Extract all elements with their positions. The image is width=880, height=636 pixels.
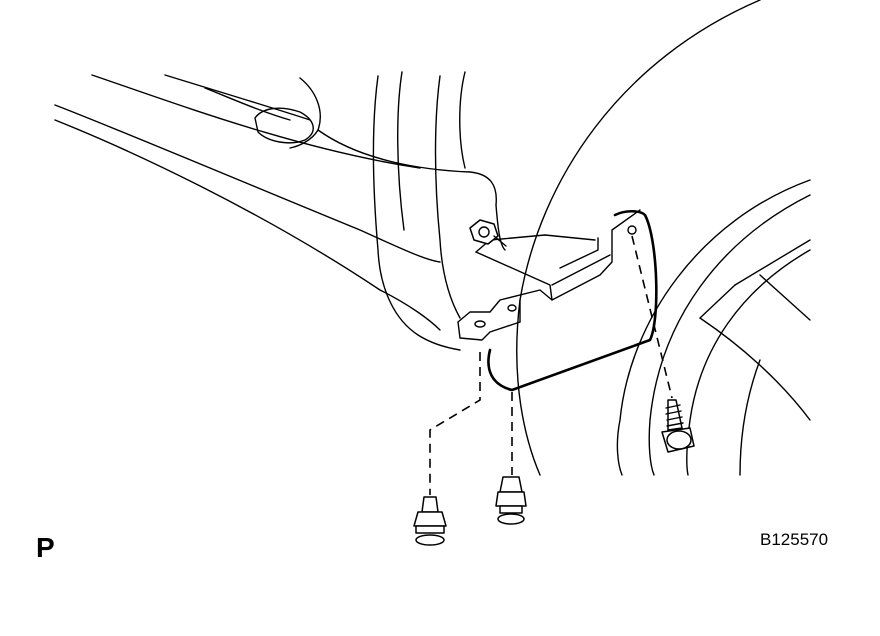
mounting-bracket <box>457 209 658 392</box>
figure-code: B125570 <box>760 530 829 549</box>
installation-guides <box>429 235 673 495</box>
body-panel <box>54 74 497 331</box>
mudguard <box>372 71 506 351</box>
view-letter: P <box>36 532 55 563</box>
tapping-screw-icon <box>661 399 695 453</box>
wheel-arch <box>516 0 811 476</box>
clip-fastener-icon <box>413 496 447 546</box>
bolt-head-icon <box>469 219 507 247</box>
clip-fastener-icon <box>495 476 527 525</box>
